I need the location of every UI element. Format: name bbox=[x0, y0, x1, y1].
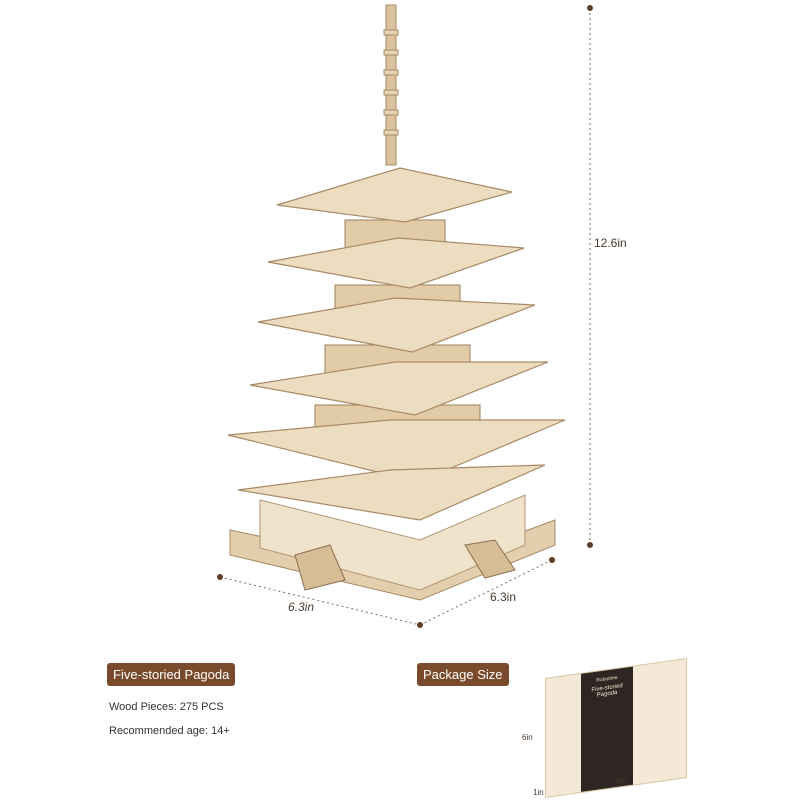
spire bbox=[385, 4, 397, 166]
package-box-band: Robotime Five-storied Pagoda bbox=[581, 666, 633, 792]
product-name-badge: Five-storied Pagoda bbox=[107, 663, 236, 686]
recommended-age-text: Recommended age: 14+ bbox=[109, 725, 230, 737]
height-dimension-label: 12.6in bbox=[594, 236, 627, 250]
package-size-badge: Package Size bbox=[417, 663, 509, 686]
width-left-dimension-label: 6.3in bbox=[288, 600, 315, 614]
package-width-label: 9in bbox=[616, 777, 627, 786]
width-right-dimension-label: 6.3in bbox=[490, 590, 517, 604]
roofs bbox=[227, 167, 566, 521]
dimension-lines bbox=[219, 8, 591, 626]
package-depth-label: 1in bbox=[533, 788, 544, 797]
wood-pieces-text: Wood Pieces: 275 PCS bbox=[109, 701, 224, 713]
package-height-label: 6in bbox=[522, 733, 533, 742]
